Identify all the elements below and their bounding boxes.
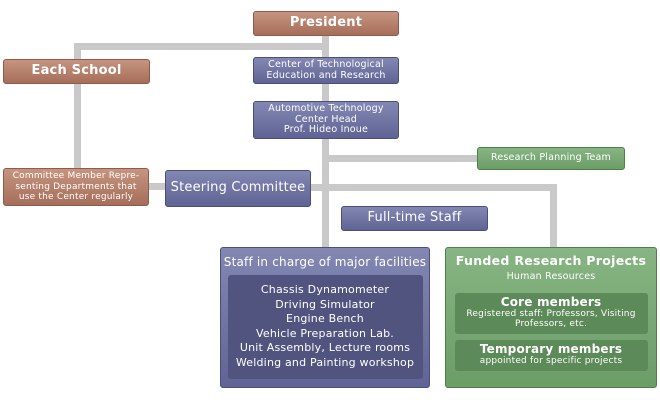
facilities-list: Chassis Dynamometer Driving Simulator En… [227,275,423,380]
connector-planning-h [322,155,478,162]
steering-committee-box: Steering Committee [165,170,311,207]
research-planning-label: Research Planning Team [490,152,612,164]
president-box: President [253,11,399,36]
facility-item: Welding and Painting workshop [235,355,415,369]
funded-subtitle: Human Resources [506,271,596,283]
center-tech-box: Center of Technological Education and Re… [253,57,399,84]
auto-center-box: Automotive Technology Center Head Prof. … [253,101,399,139]
funded-research-panel: Funded Research Projects Human Resources… [445,247,657,388]
core-members-card: Core members Registered staff: Professor… [454,293,648,334]
connector-steering-spine-h [311,184,557,191]
facilities-panel: Staff in charge of major facilities Chas… [220,247,430,388]
connector-funded-v [550,184,557,249]
fulltime-staff-label: Full-time Staff [367,210,462,226]
auto-center-line-3: Prof. Hideo Inoue [283,124,369,136]
committee-member-box: Committee Member Repre- senting Departme… [3,168,149,206]
facility-item: Unit Assembly, Lecture rooms [239,341,411,355]
core-members-line-2: Professors, etc. [514,318,588,329]
funded-title: Funded Research Projects [455,253,647,268]
temporary-members-text: appointed for specific projects [479,355,623,366]
auto-center-line-2: Center Head [294,113,358,125]
fulltime-staff-box: Full-time Staff [341,206,488,231]
each-school-box: Each School [3,59,150,84]
steering-committee-label: Steering Committee [170,180,306,196]
facility-item: Vehicle Preparation Lab. [255,326,395,340]
connector-school-v [74,43,81,59]
facility-item: Engine Bench [286,312,364,326]
facility-item: Chassis Dynamometer [260,283,390,297]
committee-member-line-1: Committee Member Repre- [12,171,140,182]
connector-committee-steering-h [149,183,165,190]
center-tech-line-1: Center of Technological [268,58,384,70]
temporary-members-title: Temporary members [479,341,623,356]
core-members-title: Core members [500,295,602,310]
research-planning-box: Research Planning Team [477,147,625,170]
auto-center-line-1: Automotive Technology [268,102,384,114]
connector-school-committee-v [74,84,81,168]
committee-member-line-2: senting Departments that [15,181,137,192]
president-label: President [289,15,363,31]
temporary-members-card: Temporary members appointed for specific… [454,339,648,371]
facility-item: Driving Simulator [275,297,375,311]
committee-member-line-3: use the Center regularly [18,192,134,203]
connector-main-spine [322,36,329,249]
facilities-title: Staff in charge of major facilities [223,254,427,269]
connector-president-school-h [74,43,327,50]
center-tech-line-2: Education and Research [266,69,386,81]
core-members-line-1: Registered staff: Professors, Visiting [466,309,636,320]
each-school-label: Each School [31,63,122,79]
